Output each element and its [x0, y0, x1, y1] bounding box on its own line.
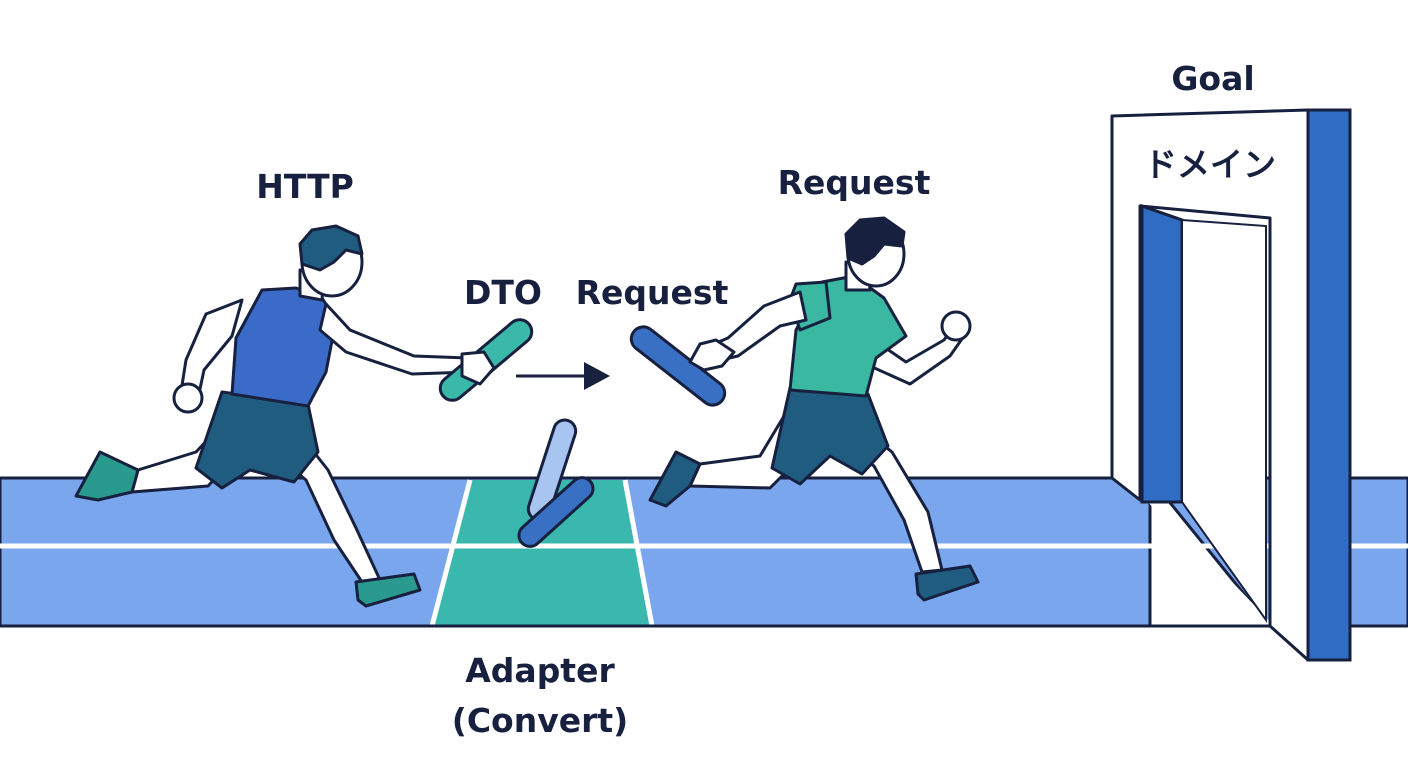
dropped-baton-dark — [517, 476, 595, 548]
request-runner-label: Request — [777, 163, 931, 202]
handoff-arrow — [516, 362, 610, 390]
dto-label: DTO — [464, 273, 542, 312]
finish-line — [1147, 497, 1273, 629]
request-handoff-label: Request — [575, 273, 729, 312]
runner-request-front-shoe — [914, 564, 980, 602]
domain-label: ドメイン — [1144, 145, 1276, 184]
runner-http-shorts — [194, 390, 320, 490]
runner-http-front-hand — [460, 350, 496, 386]
dropped-batons — [517, 418, 595, 548]
zone-line-right — [622, 479, 655, 627]
runner-http-back-shoe — [74, 450, 140, 502]
gate-inner-pillar — [1140, 203, 1184, 504]
runner-request-shorts — [770, 386, 890, 486]
runner-http-back-hand — [172, 382, 204, 414]
runner-http-front-shoe — [354, 572, 422, 608]
zone-line-left — [429, 479, 473, 627]
gate-side-pillar — [1306, 108, 1352, 662]
runner-request-baton — [629, 325, 727, 407]
runner-http-torso — [230, 286, 338, 408]
convert-label: (Convert) — [451, 701, 629, 740]
adapter-label: Adapter — [465, 651, 615, 690]
runner-request-fist — [940, 310, 972, 342]
gate-doorway — [1181, 218, 1267, 624]
http-label: HTTP — [256, 167, 354, 206]
goal-gate — [1110, 108, 1352, 662]
runner-request — [629, 216, 980, 602]
runner-request-hair — [844, 216, 906, 266]
runner-request-open-hand — [688, 338, 736, 372]
runner-http — [74, 224, 534, 608]
runner-request-back-shoe — [648, 450, 702, 508]
adapter-zone — [432, 480, 652, 626]
runner-http-hair — [298, 224, 364, 272]
goal-label: Goal — [1171, 59, 1255, 98]
runner-http-front-arm — [318, 302, 472, 376]
